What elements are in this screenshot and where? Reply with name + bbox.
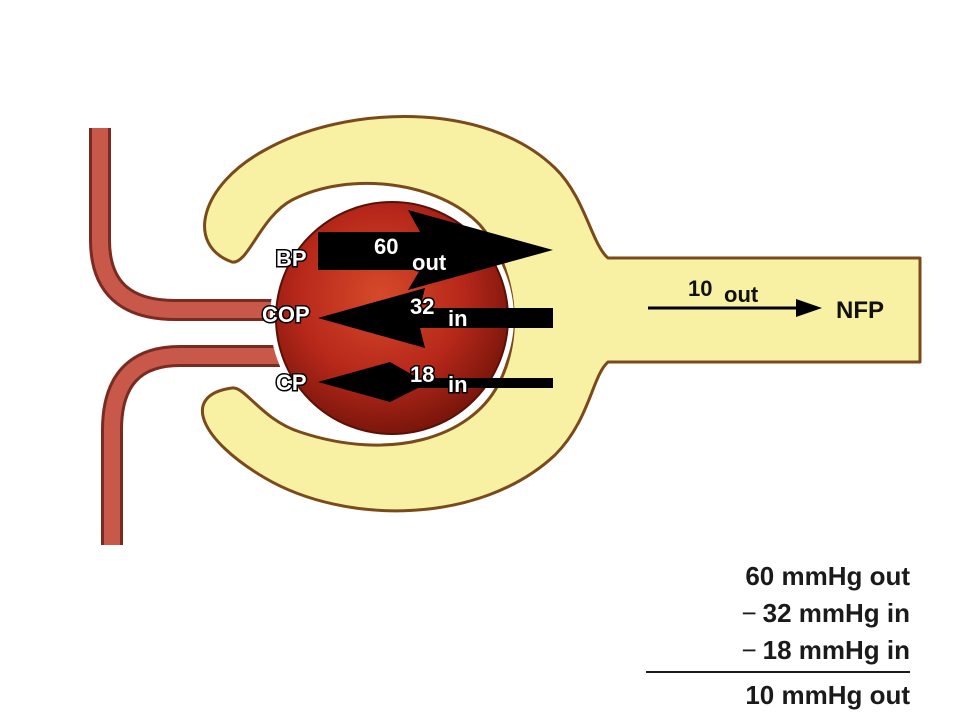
- nfp-label: NFP: [836, 297, 884, 324]
- minus-sign: −: [741, 635, 757, 665]
- nfp-arrow: [648, 299, 822, 317]
- calc-bp-value: 60 mmHg out: [745, 561, 910, 591]
- nfp-value: 10: [688, 276, 712, 301]
- cp-direction: in: [448, 372, 468, 397]
- bp-value: 60: [374, 234, 398, 259]
- cop-label: COP: [262, 302, 310, 327]
- calc-line-cop: − 32 mmHg in: [640, 595, 910, 632]
- cp-label: CP: [276, 370, 307, 395]
- calc-line-cp: − 18 mmHg in: [640, 632, 910, 669]
- cp-value: 18: [410, 362, 434, 387]
- minus-sign: −: [741, 598, 757, 628]
- afferent-arteriole-inner: [92, 128, 280, 318]
- calc-cp-value: 18 mmHg in: [762, 635, 910, 665]
- calc-line-result: 10 mmHg out: [640, 677, 910, 714]
- cop-arrow: [318, 288, 553, 348]
- calc-cop-value: 32 mmHg in: [762, 598, 910, 628]
- bp-arrow: [318, 210, 553, 290]
- nfp-calculation: 60 mmHg out − 32 mmHg in − 18 mmHg in 10…: [640, 558, 910, 714]
- cp-arrow: [318, 362, 553, 402]
- cop-direction: in: [448, 306, 468, 331]
- sum-divider: [646, 671, 910, 673]
- calc-result-value: 10 mmHg out: [745, 680, 910, 710]
- nfp-direction: out: [724, 282, 759, 307]
- bp-label: BP: [276, 246, 307, 271]
- calc-line-bp: 60 mmHg out: [640, 558, 910, 595]
- efferent-arteriole-inner: [104, 348, 280, 545]
- bowmans-capsule: [201, 114, 922, 513]
- blood-vessels: [89, 128, 280, 545]
- bp-direction: out: [412, 250, 447, 275]
- cop-value: 32: [410, 294, 434, 319]
